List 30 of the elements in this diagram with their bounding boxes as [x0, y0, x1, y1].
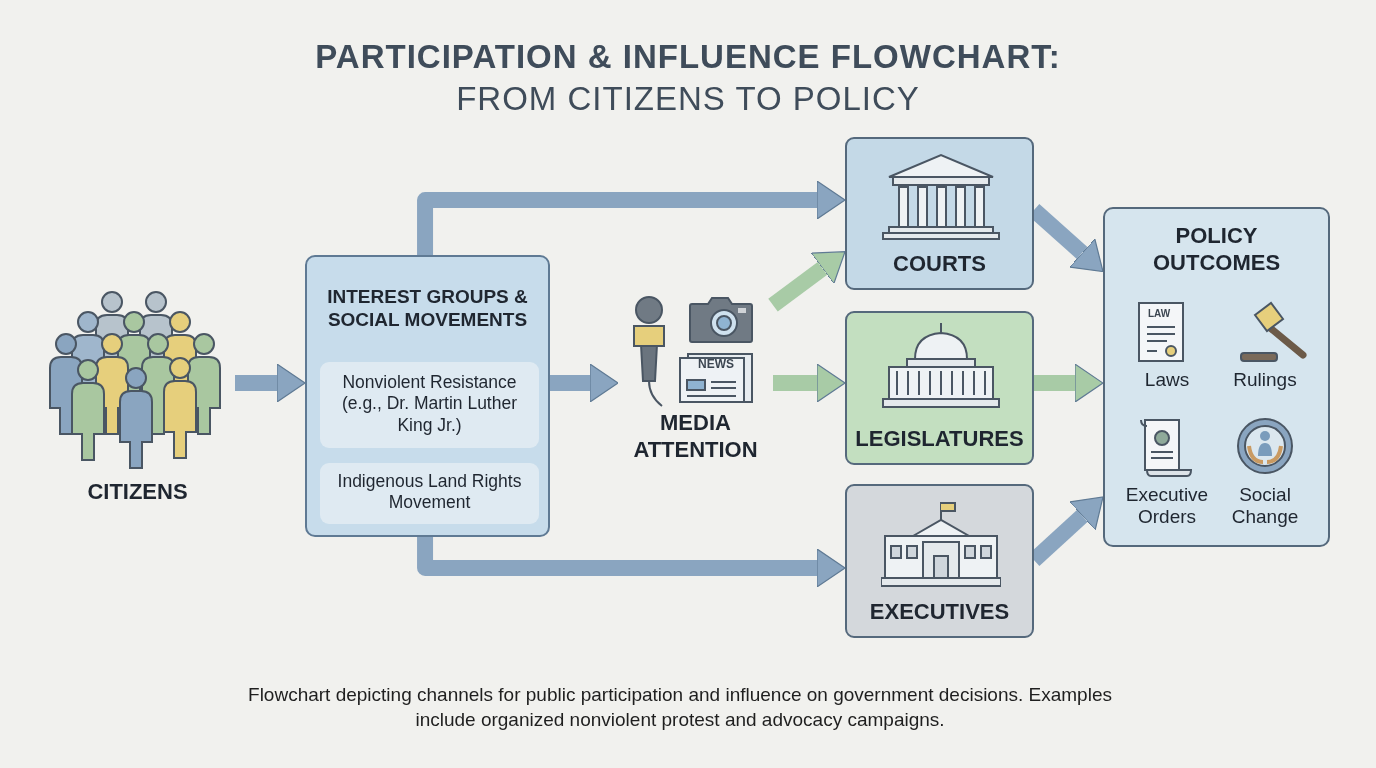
institution-box [845, 484, 1034, 638]
icon-label: LAW [1148, 308, 1171, 320]
node-label: CITIZENS [86, 479, 189, 506]
node-label: INTEREST GROUPS & SOCIAL MOVEMENTS [326, 285, 529, 332]
icon-label: NEWS [698, 358, 734, 370]
node-label: LEGISLATURES [854, 426, 1025, 453]
institution-box [845, 311, 1034, 465]
arrow [773, 363, 846, 403]
node-label: MEDIA ATTENTION [632, 410, 759, 464]
item-label: Rulings [1232, 369, 1298, 391]
node-label: Nonviolent Resistance (e.g., Dr. Martin Luther King Jr.) [340, 372, 519, 437]
outcomes-box [1103, 207, 1330, 547]
arrow [550, 363, 619, 403]
diagram-title: PARTICIPATION & INFLUENCE FLOWCHART: FROM CITIZENS TO POLICY [314, 37, 1062, 119]
node-label: COURTS [892, 251, 987, 278]
node-label: POLICY OUTCOMES [1151, 223, 1282, 277]
arrow [417, 537, 846, 588]
example-card [320, 463, 539, 524]
item-label: Social Change [1230, 484, 1300, 528]
arrow [768, 251, 846, 312]
caption: Flowchart depicting channels for public participation and influence on government decisions. Examples include organized nonviolent protest and advocacy campaigns. [247, 683, 1113, 732]
item-label: Executive Orders [1124, 484, 1210, 528]
process-box [305, 255, 550, 537]
example-card [320, 362, 539, 448]
arrow [1034, 363, 1104, 403]
arrow [235, 363, 306, 403]
item-label: Laws [1143, 369, 1191, 391]
node-label: Indigenous Land Rights Movement [336, 471, 523, 514]
node-label: EXECUTIVES [868, 599, 1011, 626]
institution-box [845, 137, 1034, 290]
